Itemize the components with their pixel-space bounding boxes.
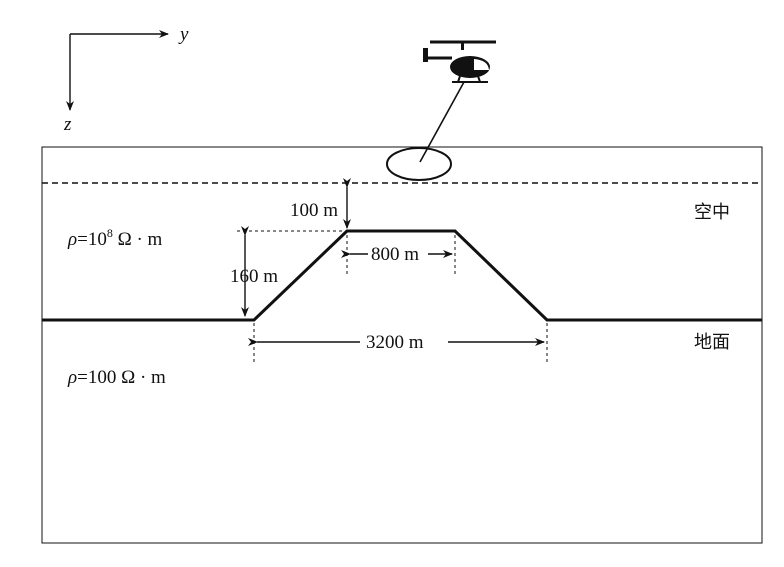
base-width-dimension: 3200 m xyxy=(248,323,548,362)
air-resistivity-label: ρ=108 Ω · m xyxy=(67,226,163,250)
base-width-label: 3200 m xyxy=(366,332,424,353)
helicopter-icon xyxy=(423,40,496,83)
z-axis-label: z xyxy=(63,114,72,135)
hill-height-label: 160 m xyxy=(230,266,278,287)
towed-loop-icon xyxy=(386,147,452,181)
ground-region-label: 地面 xyxy=(694,332,730,353)
coordinate-axes: y z xyxy=(63,24,189,135)
top-width-dimension: 800 m xyxy=(341,235,456,275)
hill-height-dimension: 160 m xyxy=(230,226,347,317)
flight-height-label: 100 m xyxy=(290,200,338,221)
air-region-label: 空中 xyxy=(694,202,730,223)
ground-resistivity-label: ρ=100 Ω · m xyxy=(67,367,166,388)
ground-surface xyxy=(42,229,762,322)
tow-cable xyxy=(419,81,465,163)
flight-height-dimension: 100 m xyxy=(290,178,351,229)
model-frame xyxy=(41,146,763,544)
y-axis-label: y xyxy=(178,24,189,45)
top-width-label: 800 m xyxy=(371,244,419,265)
